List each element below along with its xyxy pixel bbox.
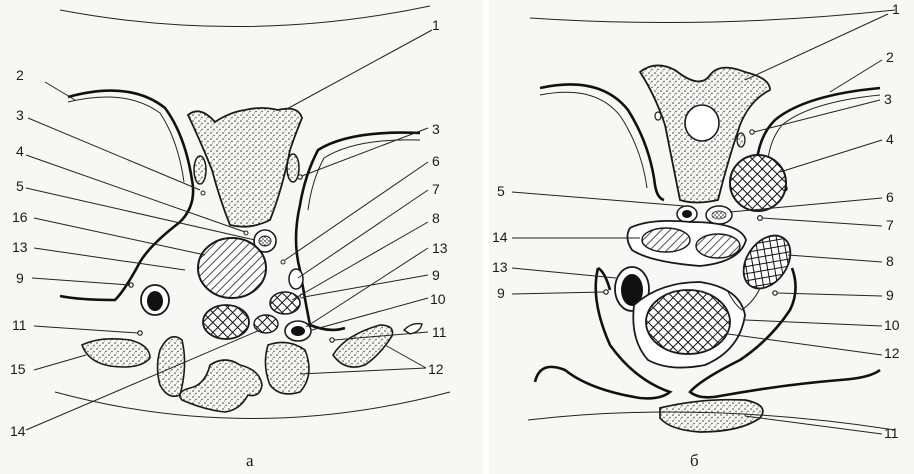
label-a-1: 1 — [432, 17, 440, 33]
label-b-10: 10 — [884, 317, 900, 333]
body-contour-top-b — [530, 10, 895, 23]
crosshatched-8 — [270, 292, 300, 314]
label-a-16: 16 — [12, 209, 28, 225]
structure-7 — [289, 269, 303, 289]
small-vessel-5-lumen — [259, 236, 271, 246]
label-b-13: 13 — [492, 259, 508, 275]
label-a-10: 10 — [430, 291, 446, 307]
vessel-dot-6 — [281, 260, 285, 264]
pleura-left-b-inner — [540, 92, 647, 188]
label-a-13: 13 — [12, 239, 28, 255]
rib-piece-left — [158, 337, 185, 397]
label-a-11: 11 — [12, 317, 27, 333]
label-a-3: 3 — [16, 107, 24, 123]
vessel-5-b-core — [682, 210, 692, 218]
crosshatched-organ — [203, 305, 249, 339]
label-a-9b: 9 — [432, 267, 440, 283]
label-a-2: 2 — [16, 67, 24, 83]
label-a-14: 14 — [10, 423, 26, 439]
panel-b: 1 2 3 4 5 6 7 14 8 13 9 9 10 12 11 б — [492, 1, 900, 470]
label-b-11: 11 — [884, 425, 899, 441]
hatched-organ-16 — [198, 238, 266, 298]
caption-a: а — [246, 451, 254, 470]
label-a-3b: 3 — [432, 121, 440, 137]
vertebra — [180, 360, 262, 412]
caption-b: б — [690, 451, 699, 470]
label-b-12: 12 — [884, 345, 900, 361]
costal-cartilage-right — [287, 154, 299, 182]
costal-cartilage-left — [194, 156, 206, 184]
pleura-right — [296, 133, 420, 330]
label-a-6: 6 — [432, 153, 440, 169]
panel-a: 1 2 3 3 4 5 6 7 16 8 13 13 9 9 10 11 11 … — [10, 6, 450, 470]
label-b-2: 2 — [886, 49, 894, 65]
rib-15 — [82, 339, 150, 367]
rib-12-right — [333, 325, 393, 367]
label-a-7: 7 — [432, 181, 440, 197]
vessel-13-left-core — [147, 291, 163, 311]
label-b-7: 7 — [886, 217, 894, 233]
label-b-6: 6 — [886, 189, 894, 205]
pleura-left-b — [540, 84, 664, 200]
pleura-lower-left-b-tip — [598, 268, 610, 290]
vessel-6-b-core — [712, 211, 726, 219]
label-b-5: 5 — [497, 183, 505, 199]
vessel-dot-9-b — [604, 290, 608, 294]
vessel-13-right-core — [291, 326, 305, 336]
label-b-14: 14 — [492, 229, 508, 245]
crosshatched-12-b — [646, 290, 730, 354]
label-a-8: 8 — [432, 210, 440, 226]
costal-cartilage-b — [737, 133, 745, 147]
label-b-9: 9 — [497, 285, 505, 301]
vessel-dot-3b — [298, 175, 302, 179]
label-a-12: 12 — [428, 361, 444, 377]
label-a-13b: 13 — [432, 240, 448, 256]
label-b-3: 3 — [884, 91, 892, 107]
organ-14-left — [642, 228, 690, 252]
vessel-dot-11b — [330, 338, 334, 342]
organ-14-right — [696, 234, 740, 258]
vessel-dot-7-b — [758, 216, 763, 221]
small-oval-left-b — [655, 112, 661, 120]
vessel-dot-11 — [138, 331, 142, 335]
label-b-9b: 9 — [886, 287, 894, 303]
label-a-11b: 11 — [432, 324, 447, 340]
label-a-9: 9 — [16, 270, 24, 286]
label-a-4: 4 — [16, 143, 24, 159]
label-b-1: 1 — [892, 1, 900, 17]
crosshatched-small — [254, 315, 278, 333]
label-b-8: 8 — [886, 253, 894, 269]
vessel-dot-3a — [201, 191, 205, 195]
label-a-15: 15 — [10, 361, 26, 377]
label-b-4: 4 — [886, 131, 894, 147]
rib-piece-right — [265, 342, 309, 393]
crosshatched-4-b — [730, 155, 786, 211]
body-contour-top — [60, 6, 430, 27]
panel-separator — [483, 0, 489, 474]
pleura-right-inner — [308, 140, 420, 210]
label-a-5: 5 — [16, 178, 24, 194]
vessel-dot-9b-b — [773, 291, 777, 295]
sternum-hollow — [685, 105, 719, 141]
vessel-dot-3-b — [750, 130, 754, 134]
